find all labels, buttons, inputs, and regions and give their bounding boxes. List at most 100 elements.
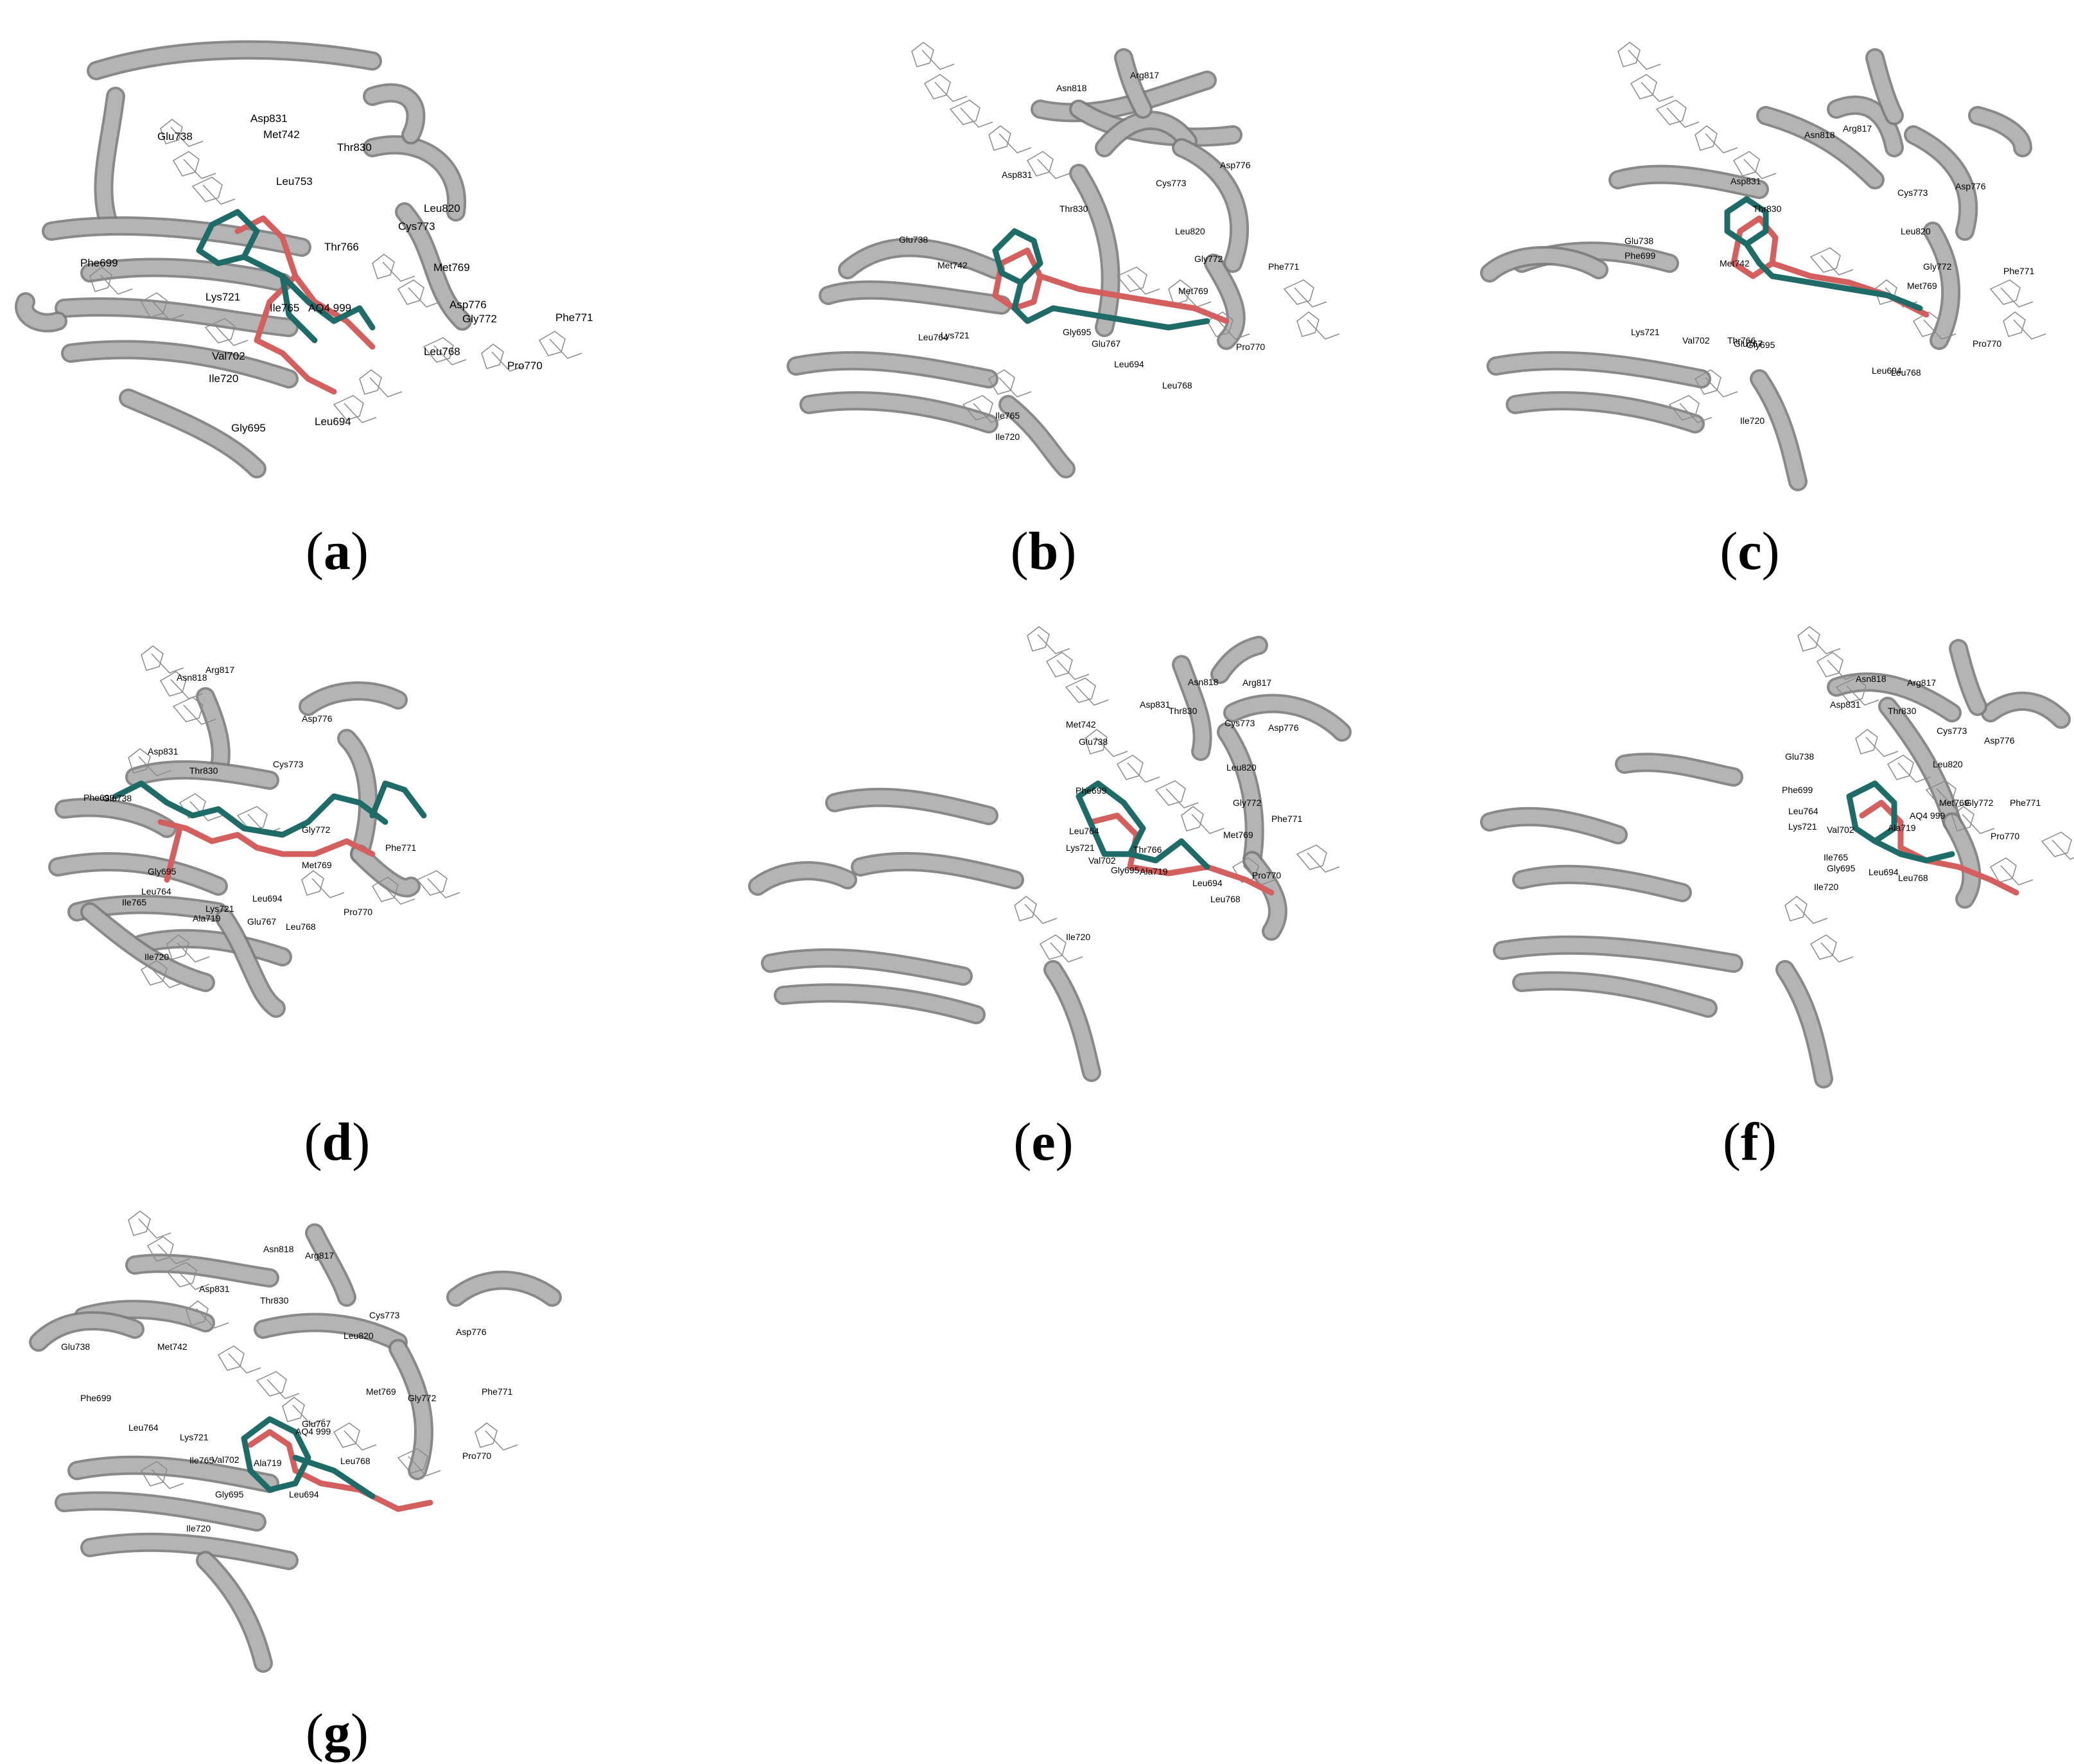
panel-letter: a: [324, 521, 351, 581]
residue-label: Leu694: [1114, 359, 1144, 369]
residue-label: Lys721: [1788, 821, 1817, 832]
residue-label: Met769: [302, 860, 332, 870]
wire-residue: [988, 369, 1032, 397]
wire-residue: [1296, 311, 1340, 340]
residue-label: Val702: [212, 1454, 240, 1465]
wire-residue: [1797, 626, 1841, 654]
wire-residue: [128, 1210, 171, 1239]
wire-residue: [166, 1262, 210, 1290]
wire-residue: [141, 645, 184, 674]
residue-label: Thr830: [260, 1295, 289, 1306]
reference-ligand: [1859, 799, 2019, 896]
wire-residue: [146, 1236, 191, 1264]
ribbon: [1174, 141, 1246, 270]
residue-label: Cys773: [1897, 188, 1928, 198]
ribbon: [776, 986, 983, 1022]
residue-label: Glu767: [1092, 338, 1120, 349]
ribbon: [751, 864, 855, 893]
ribbon: [1207, 256, 1243, 347]
ribbon: [64, 342, 296, 386]
wire-residue: [1027, 626, 1070, 654]
residue-label: Asp831: [1140, 699, 1171, 710]
docked-ligand: [992, 228, 1210, 331]
ribbon: [1906, 128, 1976, 238]
residue-label: Asn818: [177, 672, 207, 683]
wire-residue: [1026, 151, 1070, 179]
ribbon: [89, 42, 379, 78]
side-chain-wires: [89, 119, 582, 423]
wire-residue: [1925, 780, 1969, 808]
ribbon: [1174, 658, 1210, 758]
residue-label: Lys721: [1066, 843, 1095, 853]
ribbon: [1868, 51, 1901, 123]
ribbon: [449, 1273, 559, 1304]
panel-letter: e: [1031, 1112, 1056, 1172]
wire-residue: [1989, 279, 2034, 308]
ribbon: [802, 394, 996, 431]
docking-pose-g: Asn818Arg817Asp831Thr830Cys773Asp776Glu7…: [29, 1210, 562, 1673]
residue-label: Asp776: [1220, 160, 1251, 170]
residue-label: Pro770: [1236, 342, 1265, 352]
docked-ligand: [241, 1416, 376, 1499]
ribbon: [1495, 938, 1741, 970]
residue-label: Thr766: [1727, 335, 1756, 345]
residue-label: Ile720: [186, 1523, 211, 1533]
residue-label: Leu820: [1226, 762, 1257, 773]
residue-label: Asp831: [1830, 699, 1861, 710]
residue-label: Asp776: [302, 713, 333, 724]
residue-label: Met742: [1720, 258, 1750, 268]
residue-label: Gly695: [1111, 865, 1140, 875]
wire-residue: [416, 870, 460, 898]
residue-label: Cys773: [1156, 178, 1187, 188]
residue-label: Gly695: [215, 1489, 244, 1499]
panel-caption: (a): [306, 521, 369, 581]
residue-label: Met769: [366, 1386, 396, 1397]
residue-label: Gly695: [1747, 340, 1775, 350]
residue-label: AQ4 999: [308, 302, 351, 314]
ribbon: [1778, 963, 1831, 1086]
wire-residue: [1809, 247, 1854, 275]
residue-label: Pro770: [507, 360, 543, 372]
residue-label: Gly772: [408, 1393, 437, 1403]
wire-residue: [333, 395, 377, 423]
wire-residue: [1630, 74, 1674, 102]
residue-label: Arg817: [205, 665, 234, 675]
residue-label: Glu738: [1785, 751, 1814, 762]
ribbon: [83, 260, 290, 290]
residue-label: Phe699: [1782, 785, 1813, 795]
residue-label: Met742: [263, 128, 300, 141]
residue-label: Asp831: [1730, 176, 1761, 186]
residue-label: Gly772: [1965, 798, 1994, 808]
residue-label: Cys773: [398, 220, 435, 232]
residue-label: Pro770: [1252, 870, 1281, 880]
wire-residue: [1809, 934, 1854, 963]
wire-residue: [1655, 100, 1700, 128]
residue-label: Glu738: [1625, 236, 1653, 246]
residue-label: Phe699: [80, 1393, 111, 1403]
ribbon: [17, 295, 65, 330]
docked-ligand: [1846, 780, 1955, 864]
ribbon: [1033, 73, 1214, 120]
ribbon: [1515, 867, 1689, 900]
docking-pose-d: Arg817Asn818Asp776Asp831Cys773Thr830Phe6…: [48, 645, 460, 1018]
protein-ribbons: [1480, 48, 2032, 491]
wire-residue: [1045, 652, 1090, 680]
residue-label: Leu820: [424, 202, 460, 214]
wire-residue: [475, 1422, 518, 1451]
ribbon: [96, 89, 123, 232]
ribbon: [1226, 696, 1349, 739]
ribbon: [57, 1494, 264, 1529]
panel-letter: c: [1738, 521, 1762, 581]
wire-residue: [282, 1397, 326, 1425]
residue-label: Leu764: [1069, 826, 1099, 836]
residue-label: Val702: [212, 350, 245, 362]
side-chain-wires: [128, 645, 460, 988]
residue-labels: Arg817Asn818Asp776Asp831Cys773Thr830Leu8…: [1625, 123, 2034, 426]
